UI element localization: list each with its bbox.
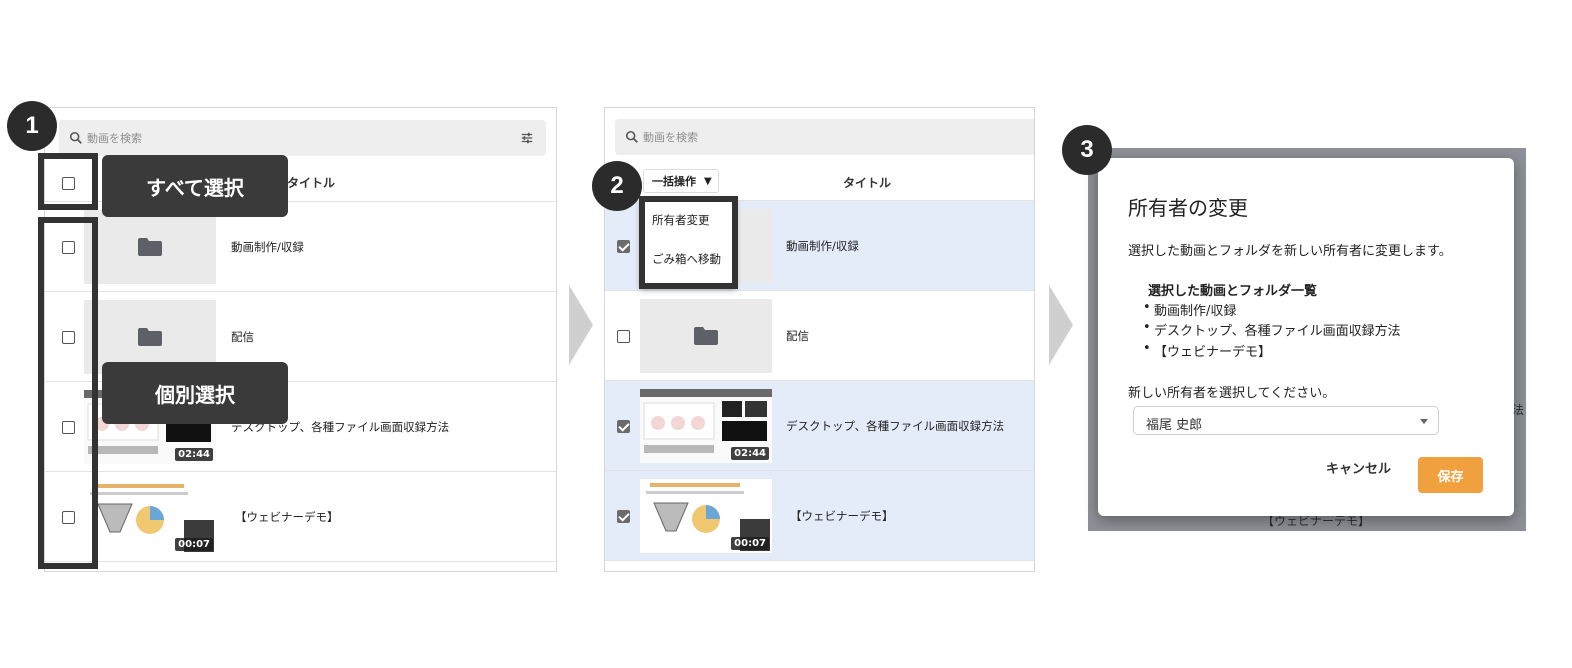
- selected-items-heading: 選択した動画とフォルダ一覧: [1148, 284, 1318, 299]
- search-bar[interactable]: [615, 119, 1034, 155]
- row-title[interactable]: 配信: [231, 330, 254, 344]
- background-row-fragment: 法: [1512, 403, 1525, 417]
- list-item: デスクトップ、各種ファイル画面収録方法: [1143, 320, 1401, 339]
- row-checkbox[interactable]: [617, 420, 630, 433]
- webinar-preview-image: [646, 483, 770, 551]
- bulk-actions-label: 一括操作: [652, 175, 696, 188]
- row-title[interactable]: 動画制作/収録: [786, 239, 859, 253]
- menu-item-change-owner[interactable]: 所有者変更: [652, 213, 710, 227]
- owner-prompt: 新しい所有者を選択してください。: [1128, 386, 1336, 401]
- row-title[interactable]: 【ウェビナーデモ】: [235, 510, 339, 524]
- video-thumbnail: 02:44: [640, 389, 772, 463]
- save-button[interactable]: 保存: [1418, 457, 1483, 493]
- list-header-row: 一括操作 ▼ タイトル: [605, 157, 1034, 201]
- row-checkbox[interactable]: [62, 511, 75, 524]
- search-icon: [625, 130, 638, 143]
- row-checkbox[interactable]: [62, 331, 75, 344]
- individual-select-highlight: [38, 217, 98, 569]
- list-header-row: タイトル: [45, 156, 556, 202]
- video-list-panel-2: 一括操作 ▼ タイトル 動画制作/収録 配信: [604, 107, 1035, 572]
- folder-icon: [694, 327, 718, 345]
- search-icon: [69, 131, 82, 144]
- video-duration: 02:44: [175, 448, 213, 461]
- row-title[interactable]: デスクトップ、各種ファイル画面収録方法: [786, 419, 1005, 433]
- table-row[interactable]: 配信: [605, 291, 1034, 381]
- table-row[interactable]: 02:44 デスクトップ、各種ファイル画面収録方法: [605, 381, 1034, 471]
- folder-icon: [138, 238, 162, 256]
- chevron-down-icon: ▼: [704, 175, 712, 187]
- folder-icon: [138, 328, 162, 346]
- column-header-title: タイトル: [287, 176, 336, 190]
- video-thumbnail: 00:07: [640, 479, 772, 553]
- video-thumbnail: 00:07: [84, 480, 216, 554]
- video-duration: 00:07: [731, 537, 769, 550]
- list-item: 動画制作/収録: [1143, 300, 1236, 319]
- row-checkbox[interactable]: [617, 240, 630, 253]
- bulk-actions-menu: 所有者変更 ごみ箱へ移動: [640, 198, 736, 288]
- row-title[interactable]: 配信: [786, 329, 809, 343]
- select-all-highlight: [38, 153, 98, 210]
- list-item: 【ウェビナーデモ】: [1143, 341, 1271, 360]
- table-row[interactable]: 00:07 【ウェビナーデモ】: [45, 472, 556, 562]
- background-row-fragment: 【ウェビナーデモ】: [1262, 514, 1371, 528]
- step-badge-2: 2: [592, 161, 642, 211]
- bulk-actions-button[interactable]: 一括操作 ▼: [643, 169, 719, 193]
- dialog-description: 選択した動画とフォルダを新しい所有者に変更します。: [1128, 244, 1452, 259]
- select-all-callout: すべて選択: [102, 155, 288, 217]
- menu-item-move-to-trash[interactable]: ごみ箱へ移動: [652, 252, 721, 266]
- folder-thumbnail: [640, 299, 772, 373]
- bulk-menu-highlight: [639, 196, 738, 289]
- row-title[interactable]: デスクトップ、各種ファイル画面収録方法: [231, 420, 450, 434]
- video-duration: 02:44: [731, 447, 769, 460]
- table-row[interactable]: 配信: [45, 292, 556, 382]
- step-badge-3: 3: [1062, 125, 1112, 175]
- caret-down-icon: [1420, 419, 1428, 424]
- video-duration: 00:07: [175, 538, 213, 551]
- change-owner-dialog: 所有者の変更 選択した動画とフォルダを新しい所有者に変更します。 選択した動画と…: [1098, 158, 1514, 516]
- row-checkbox[interactable]: [617, 510, 630, 523]
- filter-sliders-icon[interactable]: [520, 131, 534, 145]
- flow-arrow: [1049, 285, 1073, 365]
- folder-thumbnail: [84, 300, 216, 374]
- owner-select[interactable]: 福尾 史郎: [1133, 406, 1439, 435]
- row-title[interactable]: 【ウェビナーデモ】: [790, 509, 894, 523]
- row-checkbox[interactable]: [62, 241, 75, 254]
- table-row[interactable]: 動画制作/収録: [45, 202, 556, 292]
- search-bar[interactable]: [59, 120, 546, 156]
- flow-arrow: [569, 285, 593, 365]
- video-list-panel-1: タイトル 動画制作/収録 配信 02:44 デスク: [44, 107, 557, 572]
- step-badge-1: 1: [7, 101, 57, 151]
- screen-recording-preview-image: [640, 389, 772, 453]
- folder-thumbnail: [84, 210, 216, 284]
- select-all-checkbox[interactable]: [62, 177, 75, 190]
- search-input[interactable]: [87, 120, 387, 156]
- column-header-title: タイトル: [843, 176, 892, 190]
- row-checkbox[interactable]: [62, 421, 75, 434]
- dialog-title: 所有者の変更: [1128, 196, 1248, 220]
- search-input[interactable]: [643, 119, 943, 155]
- table-row[interactable]: 00:07 【ウェビナーデモ】: [605, 471, 1034, 561]
- row-checkbox[interactable]: [617, 330, 630, 343]
- individual-select-callout: 個別選択: [102, 362, 288, 424]
- row-title[interactable]: 動画制作/収録: [231, 240, 304, 254]
- owner-select-value: 福尾 史郎: [1146, 418, 1203, 433]
- cancel-button[interactable]: キャンセル: [1326, 458, 1391, 477]
